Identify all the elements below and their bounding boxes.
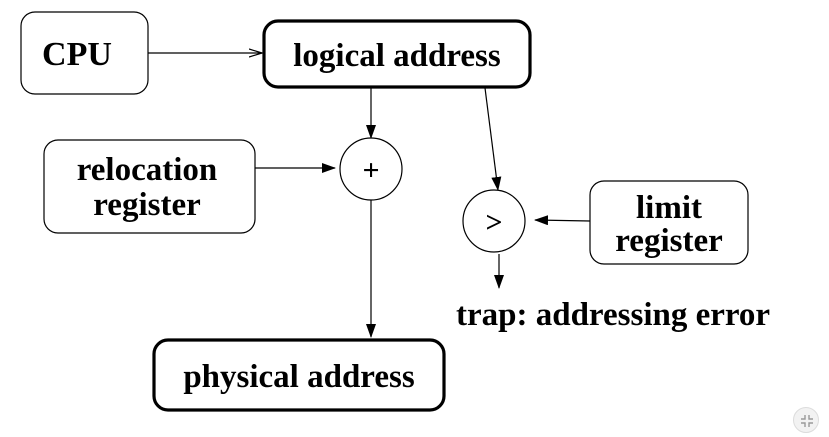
cpu-node: CPU <box>20 11 149 95</box>
cpu-label: CPU <box>42 36 112 73</box>
trap-label: trap: addressing error <box>456 297 770 333</box>
relocation-register-label-line1: relocation <box>77 152 218 188</box>
adder-node: + <box>339 137 403 201</box>
limit-register-label-line1: limit <box>636 190 702 226</box>
physical-address-node: physical address <box>152 338 446 412</box>
physical-address-label: physical address <box>183 359 415 395</box>
relocation-register-node: relocation register <box>43 139 256 234</box>
arrow-limit-to-compare <box>534 215 591 226</box>
compare-symbol: > <box>485 206 502 239</box>
logical-address-label: logical address <box>293 38 501 74</box>
logical-address-node: logical address <box>262 19 532 89</box>
comparator-node: > <box>462 189 526 253</box>
shrink-arrows-icon <box>801 415 813 427</box>
arrow-logical-to-compare <box>484 87 502 191</box>
shrink-button[interactable] <box>793 407 819 433</box>
limit-register-node: limit register <box>589 180 749 265</box>
relocation-register-label-line2: register <box>93 187 201 223</box>
limit-register-label-line2: register <box>615 223 723 259</box>
plus-symbol: + <box>362 154 379 187</box>
